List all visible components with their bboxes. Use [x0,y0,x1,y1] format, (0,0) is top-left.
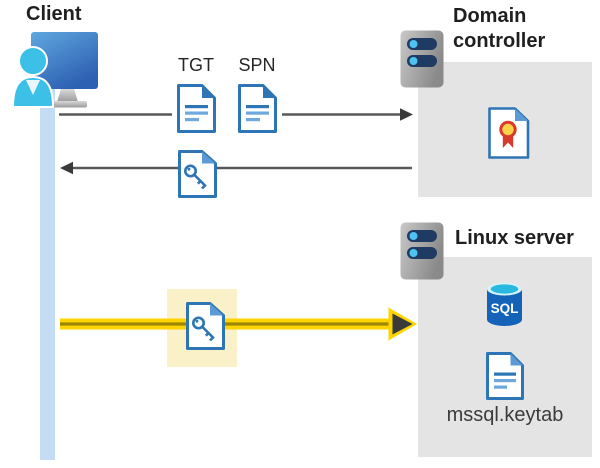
service-ticket-key-document-icon [186,302,225,350]
tgt-document-icon [177,84,216,133]
service-ticket-arrowhead-glow [388,307,417,341]
sql-label: SQL [491,301,519,316]
request-arrowhead-icon [400,108,413,121]
certificate-icon [488,107,530,159]
spn-document-icon [238,84,277,133]
user-icon [11,46,55,108]
ticket-key-document-icon [178,150,217,198]
service-ticket-arrow [60,307,417,341]
keytab-file-icon [486,352,524,400]
spn-label: SPN [238,55,276,75]
tgt-label: TGT [178,55,214,75]
client-icon [11,32,98,108]
request-arrow [59,108,413,121]
domain-controller-title: Domain controller [453,4,545,54]
domain-controller-title-line2: controller [453,30,546,52]
sql-database-icon: SQL [487,282,522,326]
client-timeline-bar [40,88,55,460]
response-arrowhead-icon [60,161,73,175]
client-title: Client [26,3,82,25]
monitor-icon [31,32,98,108]
linux-server-server-icon [400,222,444,280]
response-arrow [60,161,412,175]
service-ticket-arrowhead-icon [392,313,413,335]
domain-controller-title-line1: Domain [453,5,527,27]
key-glyph-icon [184,164,207,190]
linux-server-title: Linux server [455,227,574,249]
keytab-label: mssql.keytab [446,404,564,426]
domain-controller-server-icon [400,30,444,88]
